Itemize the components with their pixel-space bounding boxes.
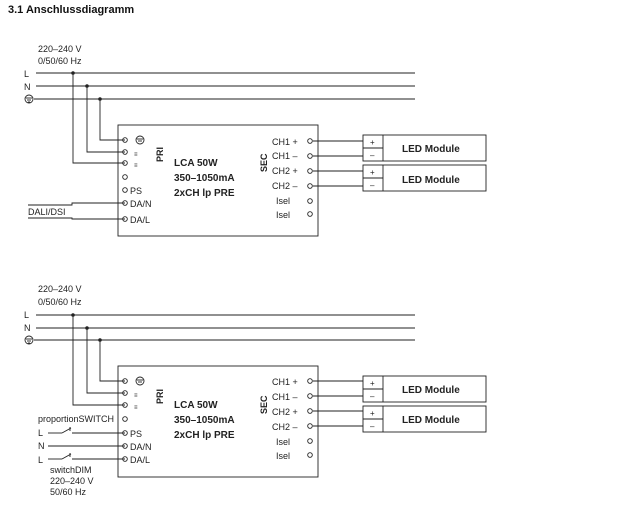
ps-terminal: PS xyxy=(130,186,142,196)
mains-lines xyxy=(28,71,415,220)
output-ch1-minus: CH1 – xyxy=(272,151,298,161)
neutral-symbol: ≡ xyxy=(134,393,138,399)
switch-n-label: N xyxy=(38,441,45,451)
earth-icon xyxy=(135,135,145,145)
led-minus: – xyxy=(370,392,375,401)
output-ch1-plus: CH1 + xyxy=(272,137,298,147)
dan-terminal: DA/N xyxy=(130,442,152,452)
led-module-1: + – LED Module xyxy=(362,134,487,162)
led-module-2: + – LED Module xyxy=(362,405,487,433)
sec-label: SEC xyxy=(259,395,269,414)
earth-icon xyxy=(24,94,34,104)
mains-voltage-label: 220–240 V xyxy=(38,44,82,54)
driver-box: ≡ ≡ PS DA/N DA/L PRI SEC LCA 50W 350–105… xyxy=(117,365,319,478)
dal-terminal: DA/L xyxy=(130,215,150,225)
mains-n-label: N xyxy=(24,82,31,92)
output-isel-2: Isel xyxy=(276,451,290,461)
ps-terminal: PS xyxy=(130,429,142,439)
output-wires xyxy=(313,140,363,187)
output-ch1-plus: CH1 + xyxy=(272,377,298,387)
proportion-switch-label: proportionSWITCH xyxy=(38,414,114,424)
dali-label: DALI/DSI xyxy=(28,207,66,217)
sec-label: SEC xyxy=(259,153,269,172)
led-module-2: + – LED Module xyxy=(362,164,487,192)
driver-current: 350–1050mA xyxy=(174,173,235,184)
led-minus: – xyxy=(370,181,375,190)
switch-dim-label: switchDIM xyxy=(50,465,92,475)
output-wires xyxy=(313,380,363,427)
led-module-label: LED Module xyxy=(402,385,460,396)
dan-terminal: DA/N xyxy=(130,199,152,209)
led-module-1: + – LED Module xyxy=(362,375,487,403)
live-symbol: ≡ xyxy=(134,163,138,169)
page-title: 3.1 Anschlussdiagramm xyxy=(8,4,135,16)
switch-l2-label: L xyxy=(38,455,43,465)
mains-l-label: L xyxy=(24,69,29,79)
output-ch2-plus: CH2 + xyxy=(272,407,298,417)
output-ch2-plus: CH2 + xyxy=(272,166,298,176)
led-module-label: LED Module xyxy=(402,415,460,426)
output-isel-1: Isel xyxy=(276,437,290,447)
switch-voltage-label: 220–240 V xyxy=(50,476,94,486)
mains-lines xyxy=(34,313,415,406)
mains-frequency-label: 0/50/60 Hz xyxy=(38,297,82,307)
live-symbol: ≡ xyxy=(134,405,138,411)
output-ch2-minus: CH2 – xyxy=(272,181,298,191)
pri-label: PRI xyxy=(155,389,165,404)
led-minus: – xyxy=(370,422,375,431)
led-minus: – xyxy=(370,151,375,160)
driver-box: ≡ ≡ PS DA/N DA/L PRI SEC LCA 50W 350–105… xyxy=(117,124,319,237)
driver-variant: 2xCH lp PRE xyxy=(174,188,235,199)
led-module-label: LED Module xyxy=(402,175,460,186)
diagram-switch: 220–240 V 0/50/60 Hz L N proportionSWITC… xyxy=(24,284,487,497)
led-plus: + xyxy=(370,168,375,177)
neutral-symbol: ≡ xyxy=(134,152,138,158)
led-plus: + xyxy=(370,379,375,388)
output-ch2-minus: CH2 – xyxy=(272,422,298,432)
switch-l-label: L xyxy=(38,428,43,438)
output-isel-2: Isel xyxy=(276,210,290,220)
switch-frequency-label: 50/60 Hz xyxy=(50,487,87,497)
switch-wiring: proportionSWITCH L N L switchDIM 220–240… xyxy=(38,414,125,497)
output-ch1-minus: CH1 – xyxy=(272,392,298,402)
driver-name: LCA 50W xyxy=(174,400,218,411)
mains-l-label: L xyxy=(24,310,29,320)
pri-label: PRI xyxy=(155,147,165,162)
earth-icon xyxy=(135,376,145,386)
mains-n-label: N xyxy=(24,323,31,333)
diagram-dali: 220–240 V 0/50/60 Hz L N DALI/DSI xyxy=(24,44,487,237)
led-plus: + xyxy=(370,138,375,147)
earth-icon xyxy=(24,335,34,345)
driver-variant: 2xCH lp PRE xyxy=(174,430,235,441)
output-isel-1: Isel xyxy=(276,196,290,206)
mains-voltage-label: 220–240 V xyxy=(38,284,82,294)
dal-terminal: DA/L xyxy=(130,455,150,465)
driver-name: LCA 50W xyxy=(174,158,218,169)
driver-current: 350–1050mA xyxy=(174,415,235,426)
led-plus: + xyxy=(370,409,375,418)
mains-frequency-label: 0/50/60 Hz xyxy=(38,56,82,66)
led-module-label: LED Module xyxy=(402,144,460,155)
